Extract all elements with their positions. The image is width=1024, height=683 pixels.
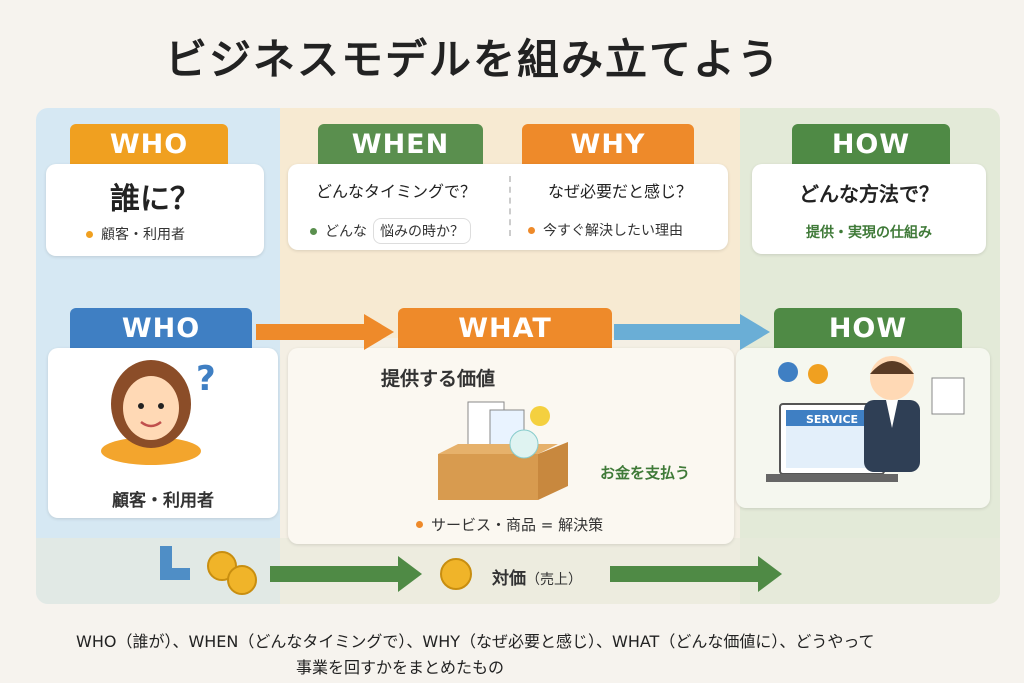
who-question: 誰に？: [110, 182, 200, 217]
customer-card: ? 顧客・利用者: [48, 348, 278, 518]
bullet-dot: [416, 521, 423, 528]
tab-why: WHY: [522, 124, 694, 164]
why-bullet: 今すぐ解決したい理由: [528, 220, 683, 240]
what-bullet: サービス・商品 = 解決策: [416, 514, 603, 535]
price-label: 対価（売上）: [492, 564, 582, 589]
box-icon: [438, 401, 568, 500]
bullet-dot: [528, 226, 535, 234]
who-bullet: 顧客・利用者: [86, 224, 185, 244]
service-card: SERVICE: [736, 348, 990, 508]
tab-how-top: HOW: [792, 124, 950, 164]
flow-background: [36, 538, 1000, 604]
tab-how-middle: HOW: [774, 308, 962, 348]
price-note: （売上）: [526, 572, 582, 588]
footer-line-2: 事業を回すかをまとめたもの: [296, 658, 505, 677]
what-bullet-text: サービス・商品 = 解決策: [431, 516, 604, 534]
service-icon: [766, 356, 965, 482]
how-question: どんな方法で？: [799, 182, 939, 206]
when-bullet: どんな 悩みの時か？: [310, 218, 471, 244]
what-to-how-arrow: [614, 314, 770, 350]
when-bullet-bubble: 悩みの時か？: [373, 218, 471, 244]
payment-flow-arrow: [160, 546, 782, 595]
customer-icon: ?: [101, 359, 216, 465]
value-label: 提供する価値: [380, 368, 495, 390]
price-text: 対価: [492, 569, 526, 589]
when-question: どんなタイミングで？: [315, 182, 476, 201]
footer-line-1: WHO（誰が）、WHEN（どんなタイミングで）、WHY（なぜ必要と感じ）、WHA…: [76, 632, 875, 651]
tab-who-middle: WHO: [70, 308, 252, 348]
svg-text:?: ?: [196, 359, 216, 399]
what-card: 提供する価値 サービス・商品 = 解決策: [288, 348, 734, 544]
bullet-dot: [310, 227, 317, 235]
why-question: なぜ必要だと感じ？: [547, 182, 692, 201]
who-question-card: 誰に？ 顧客・利用者: [46, 164, 264, 256]
bullet-dot: [86, 230, 93, 238]
how-question-card: どんな方法で？ 提供・実現の仕組み: [752, 164, 986, 254]
service-screen-label: SERVICE: [805, 413, 859, 426]
when-why-card: どんなタイミングで？ どんな 悩みの時か？ なぜ必要だと感じ？ 今すぐ解決したい…: [288, 164, 728, 250]
who-to-what-arrow: [256, 314, 394, 350]
tab-when: WHEN: [318, 124, 483, 164]
how-bullet: 提供・実現の仕組み: [806, 225, 932, 241]
when-bullet-text-a: どんな: [325, 224, 367, 240]
why-bullet-text: 今すぐ解決したい理由: [543, 223, 683, 239]
tab-what: WHAT: [398, 308, 612, 348]
tab-who-top: WHO: [70, 124, 228, 164]
who-bullet-text: 顧客・利用者: [101, 227, 185, 243]
divider: [509, 176, 512, 236]
page-title: ビジネスモデルを組み立てよう: [165, 35, 782, 84]
customer-label: 顧客・利用者: [112, 491, 214, 511]
payment-label: お金を支払う: [600, 464, 691, 482]
